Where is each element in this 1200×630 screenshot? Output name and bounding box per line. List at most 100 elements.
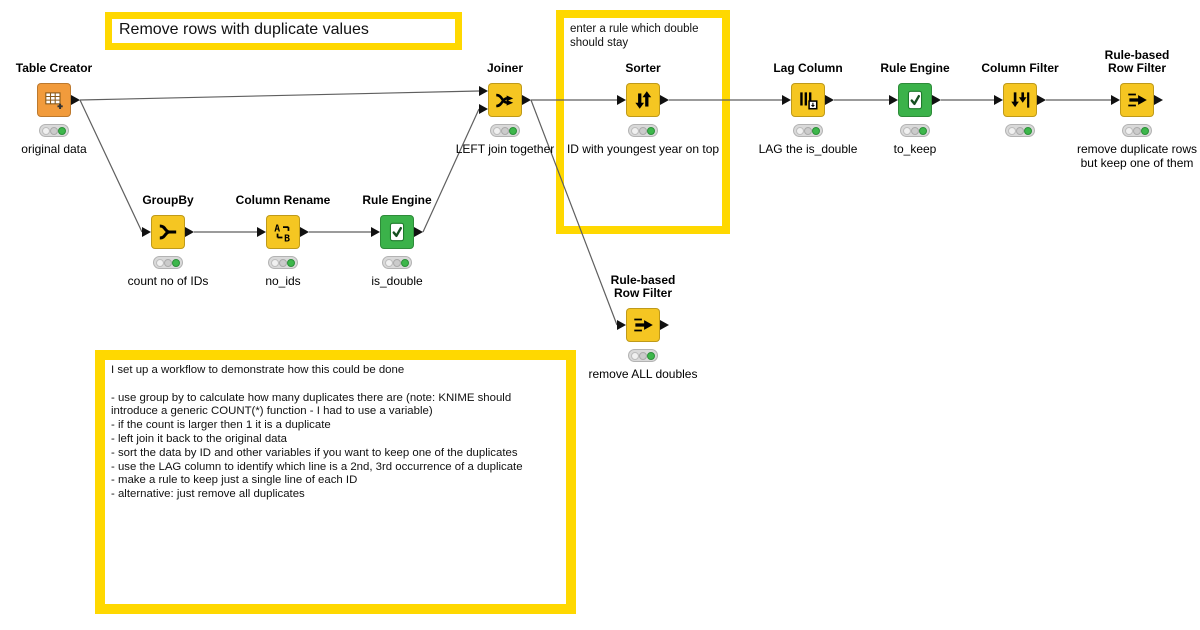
node-label: LEFT join together (455, 142, 555, 156)
node-label: is_double (371, 274, 423, 288)
status-yellow-dot (279, 258, 287, 267)
status-green-dot (401, 258, 409, 267)
status-green-dot (919, 126, 927, 135)
status-red-dot (493, 126, 501, 135)
annotation-description[interactable]: I set up a workflow to demonstrate how t… (95, 350, 576, 614)
status-green-dot (812, 126, 820, 135)
status-green-dot (1024, 126, 1032, 135)
groupby-icon[interactable] (142, 215, 194, 249)
node-label: to_keep (893, 142, 937, 156)
node-label: count no of IDs (127, 274, 209, 288)
svg-text:B: B (284, 233, 290, 244)
node-rule_engine_1[interactable]: Rule Engine is_double (327, 179, 467, 289)
status-green-dot (58, 126, 66, 135)
node-label: remove ALL doubles (588, 367, 698, 381)
node-column_filter[interactable]: Column Filter (950, 47, 1090, 142)
output-port[interactable] (1154, 95, 1163, 105)
table-creator-icon[interactable] (37, 83, 80, 117)
node-label: ID with youngest year on top (566, 142, 720, 156)
node-title: GroupBy (142, 193, 194, 207)
node-title: Rule-based Row Filter (1104, 48, 1170, 75)
node-title: Sorter (625, 61, 661, 75)
output-port[interactable] (522, 95, 531, 105)
node-sorter[interactable]: Sorter ID with youngest year on top (567, 47, 719, 157)
input-port[interactable] (371, 227, 380, 237)
annotation-sorter-note-text: enter a rule which double should stay (570, 23, 699, 49)
status-red-dot (1125, 126, 1133, 135)
node-title: Joiner (486, 61, 523, 75)
input-port[interactable] (889, 95, 898, 105)
node-label: remove duplicate rows but keep one of th… (1076, 142, 1198, 170)
output-port[interactable] (71, 95, 80, 105)
output-port[interactable] (660, 320, 669, 330)
input-port[interactable] (479, 86, 488, 96)
input-port[interactable] (782, 95, 791, 105)
row-filter-icon[interactable] (1111, 83, 1163, 117)
traffic-light (153, 256, 183, 269)
node-title: Rule Engine (362, 193, 432, 207)
output-port[interactable] (414, 227, 423, 237)
input-port[interactable] (617, 320, 626, 330)
annotation-description-text: I set up a workflow to demonstrate how t… (111, 364, 523, 501)
status-yellow-dot (804, 126, 812, 135)
input-port[interactable] (994, 95, 1003, 105)
input-port[interactable] (142, 227, 151, 237)
annotation-title-text: Remove rows with duplicate values (119, 21, 369, 38)
edge-table_creator-to-joiner[interactable] (79, 90, 480, 101)
node-label: no_ids (265, 274, 301, 288)
row-filter-icon[interactable] (617, 308, 669, 342)
traffic-light (39, 124, 69, 137)
output-port[interactable] (185, 227, 194, 237)
input-port[interactable] (479, 104, 488, 114)
node-label: LAG the is_double (758, 142, 858, 156)
status-green-dot (647, 126, 655, 135)
output-port[interactable] (825, 95, 834, 105)
output-port[interactable] (300, 227, 309, 237)
status-red-dot (156, 258, 164, 267)
status-green-dot (647, 351, 655, 360)
traffic-light (628, 349, 658, 362)
node-rule_engine_2[interactable]: Rule Engine to_keep (845, 47, 985, 157)
status-red-dot (903, 126, 911, 135)
rule-engine-icon[interactable] (889, 83, 941, 117)
status-yellow-dot (911, 126, 919, 135)
traffic-light (382, 256, 412, 269)
sorter-icon[interactable] (617, 83, 669, 117)
node-title: Column Rename (235, 193, 331, 207)
rule-engine-icon[interactable] (371, 215, 423, 249)
node-groupby[interactable]: GroupBy count no of IDs (98, 179, 238, 289)
status-green-dot (287, 258, 295, 267)
traffic-light (1122, 124, 1152, 137)
status-yellow-dot (639, 126, 647, 135)
output-port[interactable] (660, 95, 669, 105)
input-port[interactable] (257, 227, 266, 237)
node-title: Lag Column (773, 61, 843, 75)
output-port[interactable] (1037, 95, 1046, 105)
status-yellow-dot (164, 258, 172, 267)
annotation-title[interactable]: Remove rows with duplicate values (105, 12, 462, 50)
status-green-dot (1141, 126, 1149, 135)
node-title: Rule Engine (880, 61, 950, 75)
status-yellow-dot (639, 351, 647, 360)
output-port[interactable] (932, 95, 941, 105)
input-port[interactable] (617, 95, 626, 105)
lag-column-icon[interactable] (782, 83, 834, 117)
status-green-dot (509, 126, 517, 135)
node-title: Column Filter (981, 61, 1059, 75)
joiner-icon[interactable] (479, 83, 531, 117)
status-red-dot (1008, 126, 1016, 135)
column-filter-icon[interactable] (994, 83, 1046, 117)
node-rbrf_top[interactable]: Rule-based Row Filter remove duplicate ro… (1067, 47, 1200, 171)
status-red-dot (271, 258, 279, 267)
input-port[interactable] (1111, 95, 1120, 105)
status-red-dot (631, 126, 639, 135)
status-yellow-dot (1133, 126, 1141, 135)
traffic-light (1005, 124, 1035, 137)
